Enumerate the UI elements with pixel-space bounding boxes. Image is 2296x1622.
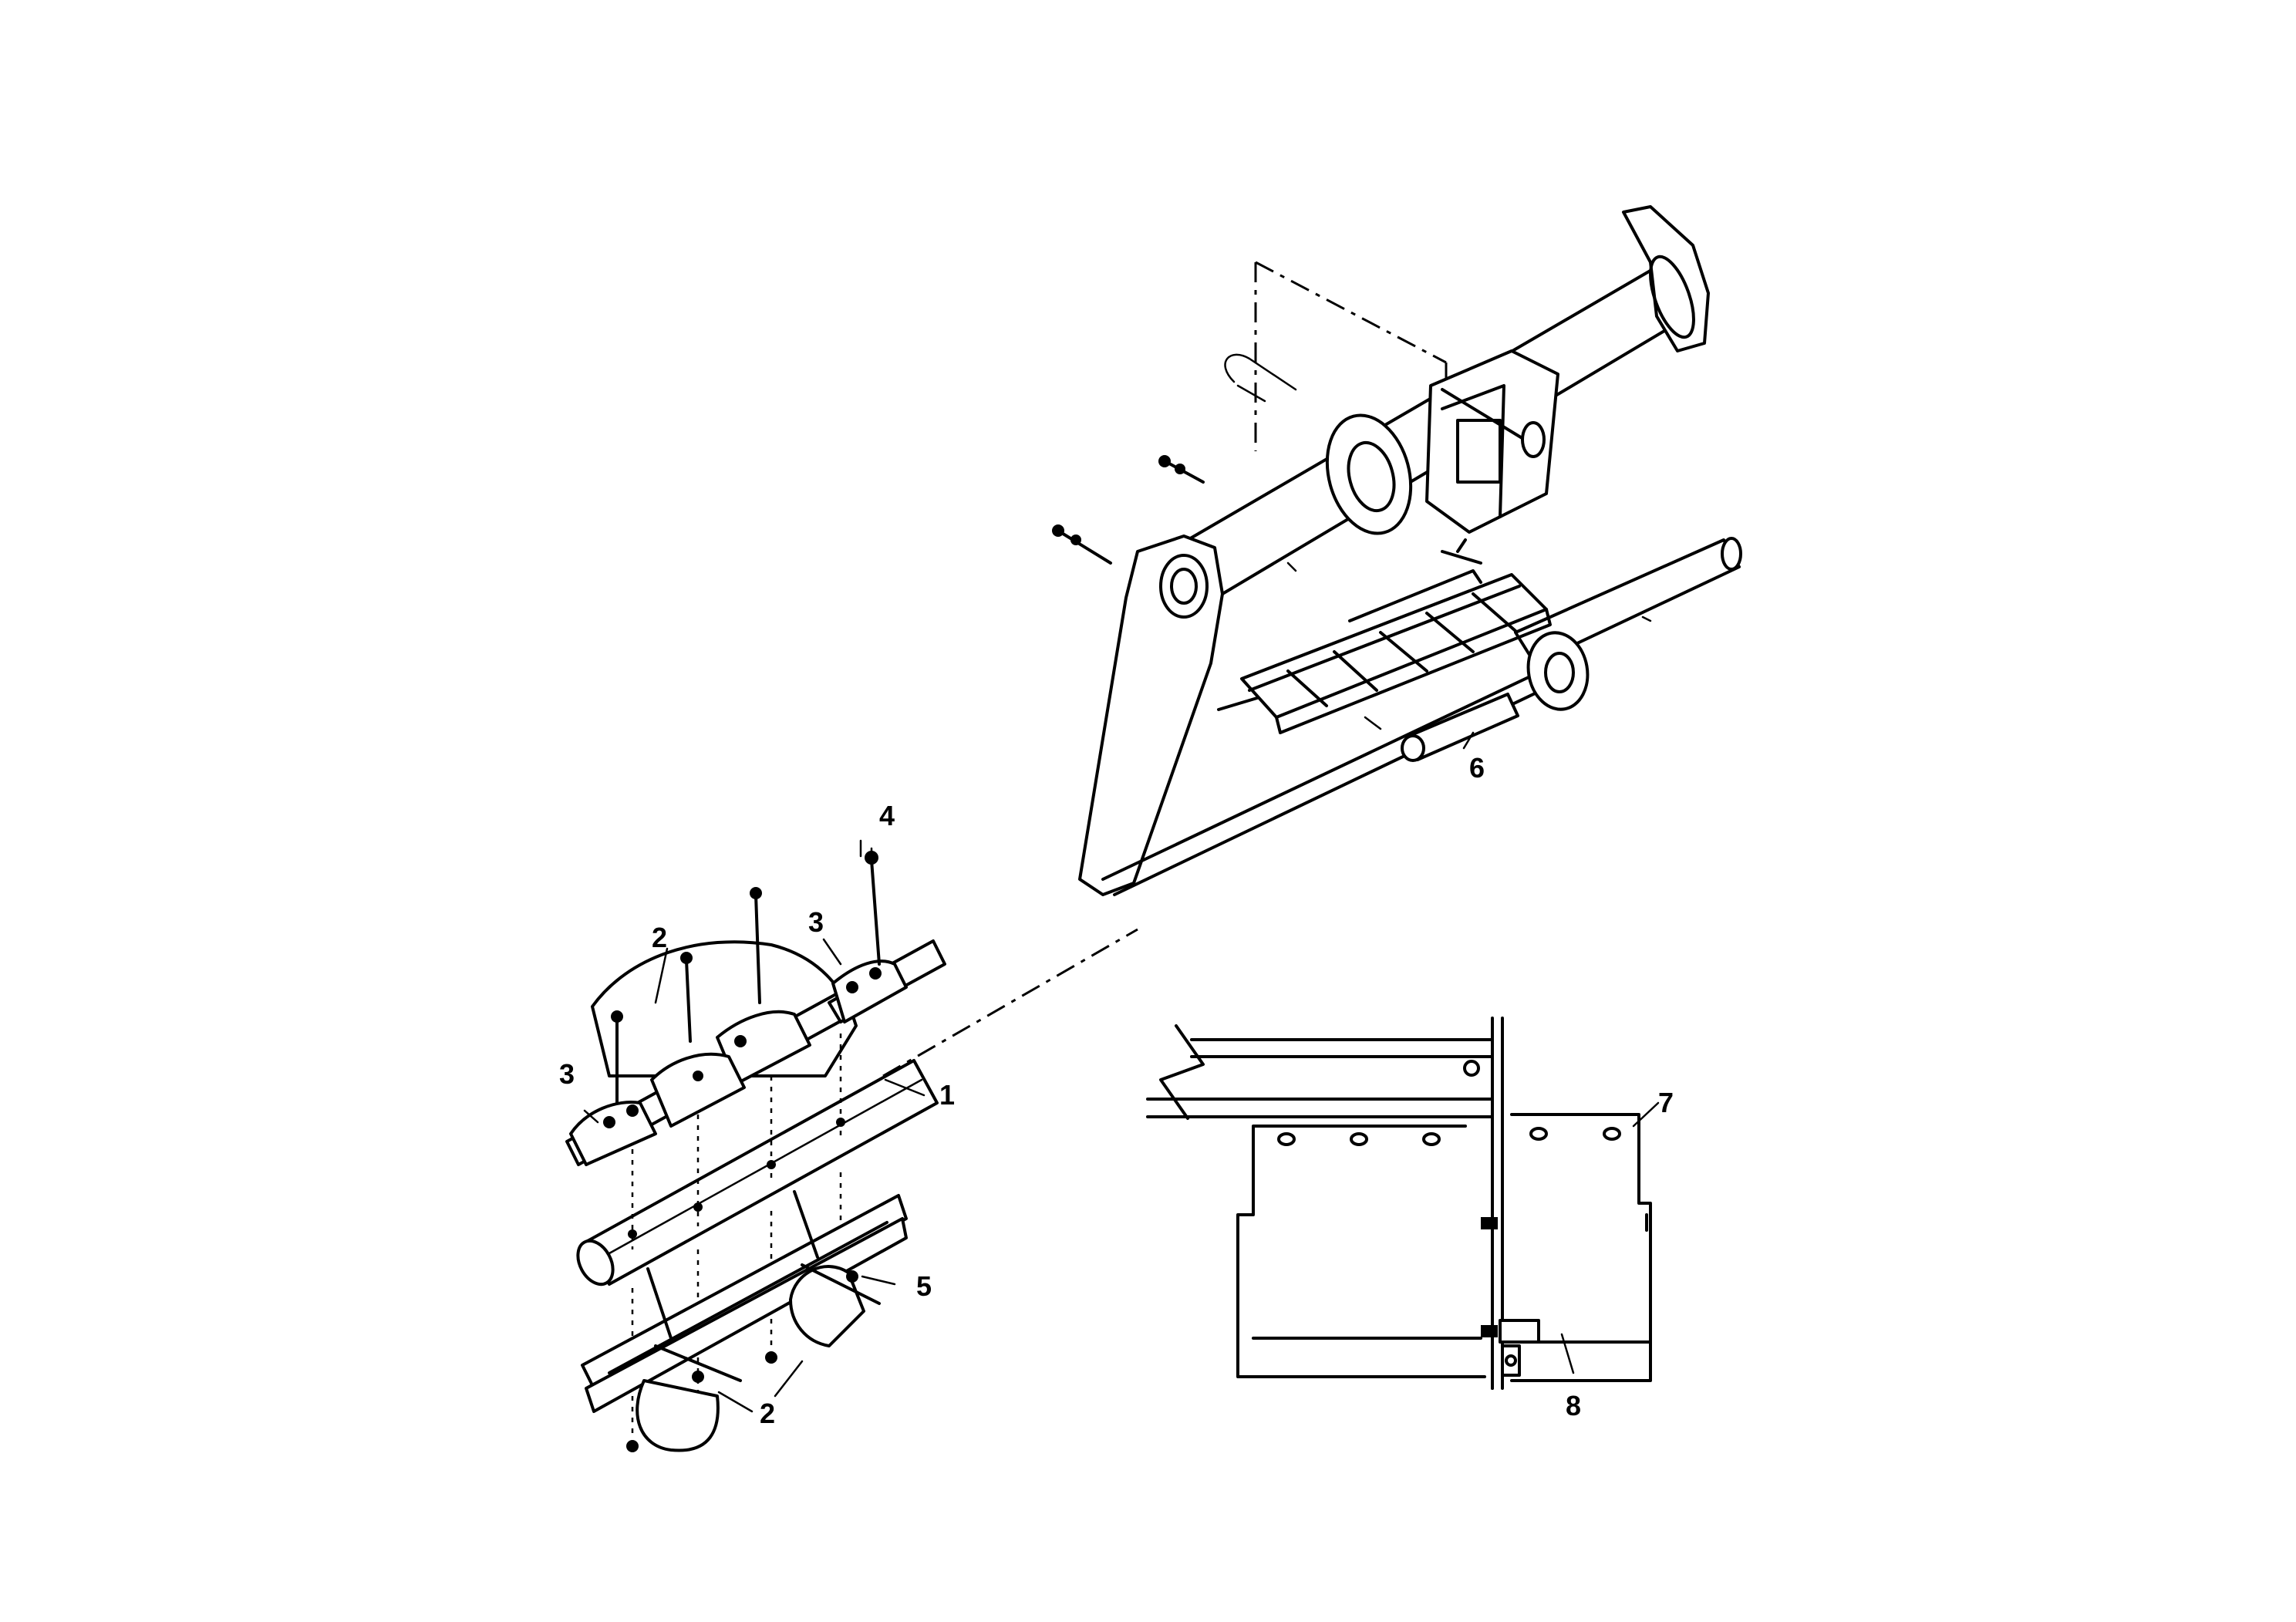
callout-2-top: 2 xyxy=(652,922,667,953)
callout-3-left: 3 xyxy=(559,1058,575,1090)
callout-leaders xyxy=(583,731,1660,1413)
boom-axle-assembly xyxy=(1052,205,1742,896)
panel-detail xyxy=(1146,1017,1652,1390)
assembly-centerline xyxy=(882,928,1138,1077)
callout-6: 6 xyxy=(1469,752,1485,784)
callout-8: 8 xyxy=(1566,1390,1581,1421)
callout-5: 5 xyxy=(916,1270,932,1302)
callout-2-bottom-left: 2 xyxy=(760,1398,775,1429)
callout-3-right: 3 xyxy=(808,906,824,938)
clamp-assembly xyxy=(565,847,946,1452)
callout-4: 4 xyxy=(879,800,895,831)
callout-1: 1 xyxy=(939,1079,955,1111)
callout-7: 7 xyxy=(1658,1087,1674,1118)
